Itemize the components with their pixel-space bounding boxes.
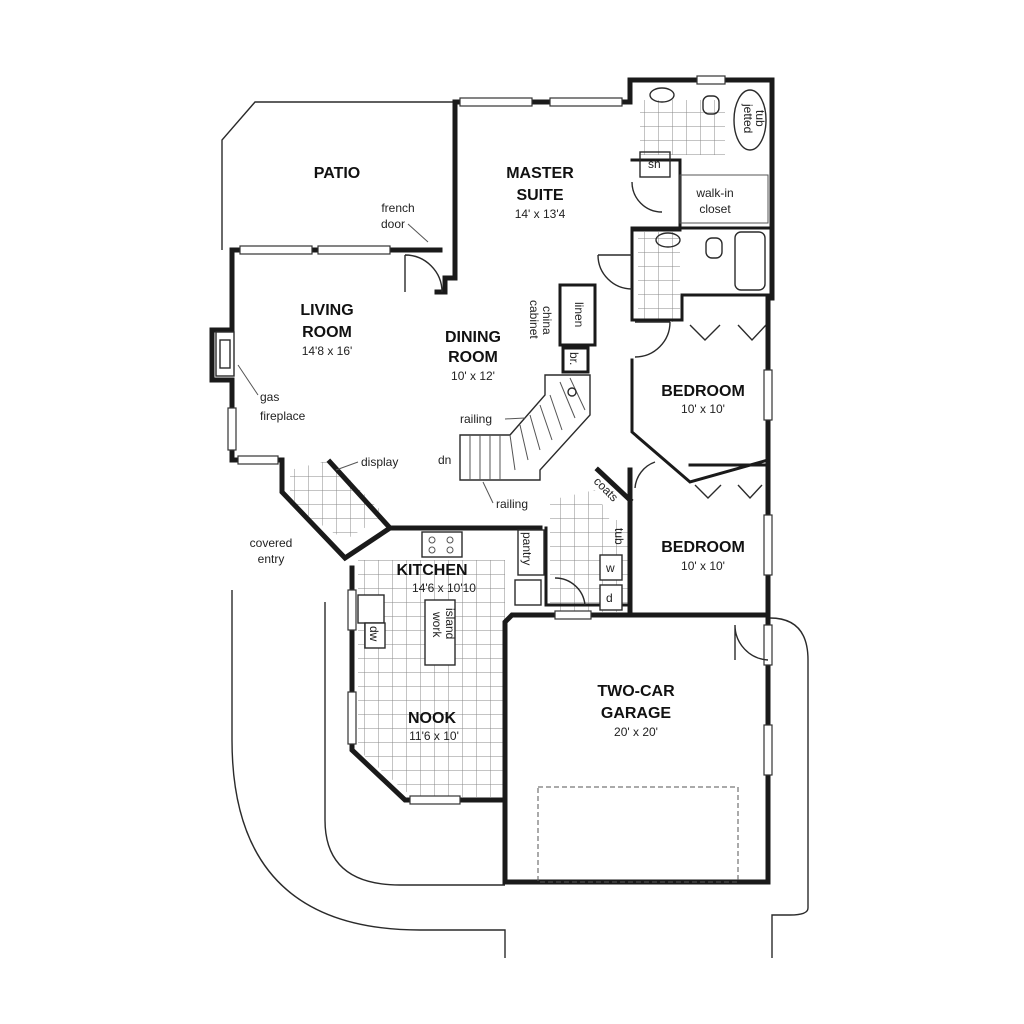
master-suite-label-1: MASTER xyxy=(506,165,574,182)
staircase xyxy=(459,374,591,481)
bath-fixtures xyxy=(639,87,769,291)
patio-outline xyxy=(221,101,455,250)
garage-door xyxy=(537,786,739,883)
covered-entry-label-1: covered xyxy=(250,536,293,550)
jetted-tub xyxy=(733,89,767,151)
room-labels: PATIO MASTER SUITE 14' x 13'4 LIVING ROO… xyxy=(300,165,744,743)
down-label: dn xyxy=(438,453,451,467)
china-cabinet-label-2: cabinet xyxy=(527,300,541,339)
garage-dims: 20' x 20' xyxy=(614,725,658,739)
bedroom-2-dims: 10' x 10' xyxy=(681,559,725,573)
french-door-label-2: door xyxy=(381,217,405,231)
garage-label-1: TWO-CAR xyxy=(597,683,675,700)
gas-fireplace xyxy=(215,331,259,396)
living-room-label-1: LIVING xyxy=(300,302,353,319)
dishwasher xyxy=(364,622,386,649)
kitchen-fixtures xyxy=(357,529,623,666)
master-suite-dims: 14' x 13'4 xyxy=(515,207,566,221)
dining-room-dims: 10' x 12' xyxy=(451,369,495,383)
doors xyxy=(404,181,769,661)
broom-label: br. xyxy=(567,352,581,365)
washer-label: w xyxy=(605,561,615,575)
walk-in-closet-label-2: closet xyxy=(699,202,731,216)
laundry-tub-label: tub xyxy=(612,528,626,545)
bedroom-1-dims: 10' x 10' xyxy=(681,402,725,416)
jetted-tub-label-2: tub xyxy=(753,110,767,127)
hall-toilet xyxy=(705,237,723,259)
master-suite-label-2: SUITE xyxy=(516,187,563,204)
railing-upper-label: railing xyxy=(460,412,492,426)
master-sink xyxy=(649,87,675,103)
dining-room-label-1: DINING xyxy=(445,329,501,346)
dryer xyxy=(599,584,623,611)
nook-label: NOOK xyxy=(408,710,456,727)
range xyxy=(421,531,463,558)
kitchen-dims: 14'6 x 10'10 xyxy=(412,581,476,595)
pantry-label: pantry xyxy=(520,532,534,565)
fixture-labels: french door walk-in closet jetted tub sh… xyxy=(250,103,767,642)
refrigerator xyxy=(514,579,542,606)
dishwasher-label: dw xyxy=(367,626,381,642)
railing-upper-leader xyxy=(504,417,526,420)
walk-in-closet-shelf xyxy=(679,174,769,224)
washer xyxy=(599,554,623,581)
dryer-label: d xyxy=(606,591,613,605)
shower-stall xyxy=(639,151,671,178)
bedroom-2-label: BEDROOM xyxy=(661,539,745,556)
shower-label: sh xyxy=(648,157,661,171)
dining-room-label-2: ROOM xyxy=(448,349,498,366)
french-door-leader xyxy=(407,223,429,243)
hall-sink xyxy=(655,232,681,248)
china-cabinet-label-1: china xyxy=(540,306,554,335)
walk-in-closet-label-1: walk-in xyxy=(695,186,733,200)
railing-lower-leader xyxy=(482,481,494,504)
gas-fireplace-label-1: gas xyxy=(260,390,279,404)
display-leader xyxy=(335,461,359,471)
bedroom-1-label: BEDROOM xyxy=(661,383,745,400)
double-sink xyxy=(357,594,385,624)
covered-entry-label-2: entry xyxy=(258,552,285,566)
work-island xyxy=(424,599,456,666)
master-toilet xyxy=(702,95,720,115)
patio-label: PATIO xyxy=(314,165,361,182)
living-room-label-2: ROOM xyxy=(302,324,352,341)
linen-label: linen xyxy=(572,302,586,327)
work-island-label-2: island xyxy=(443,608,457,639)
garage-label-2: GARAGE xyxy=(601,705,672,722)
windows xyxy=(227,75,773,805)
kitchen-label: KITCHEN xyxy=(396,562,467,579)
pantry-closet xyxy=(517,529,545,576)
gas-fireplace-label-2: fireplace xyxy=(260,409,306,423)
french-door-label-1: french xyxy=(381,201,414,215)
living-room-dims: 14'8 x 16' xyxy=(302,344,353,358)
site-lines xyxy=(231,590,809,958)
interior-walls xyxy=(544,158,772,607)
hall-tub xyxy=(734,231,766,291)
display-label: display xyxy=(361,455,398,469)
railing-lower-label: railing xyxy=(496,497,528,511)
nook-dims: 11'6 x 10' xyxy=(409,729,459,743)
jetted-tub-label-1: jetted xyxy=(741,103,755,133)
work-island-label-1: work xyxy=(430,611,444,638)
